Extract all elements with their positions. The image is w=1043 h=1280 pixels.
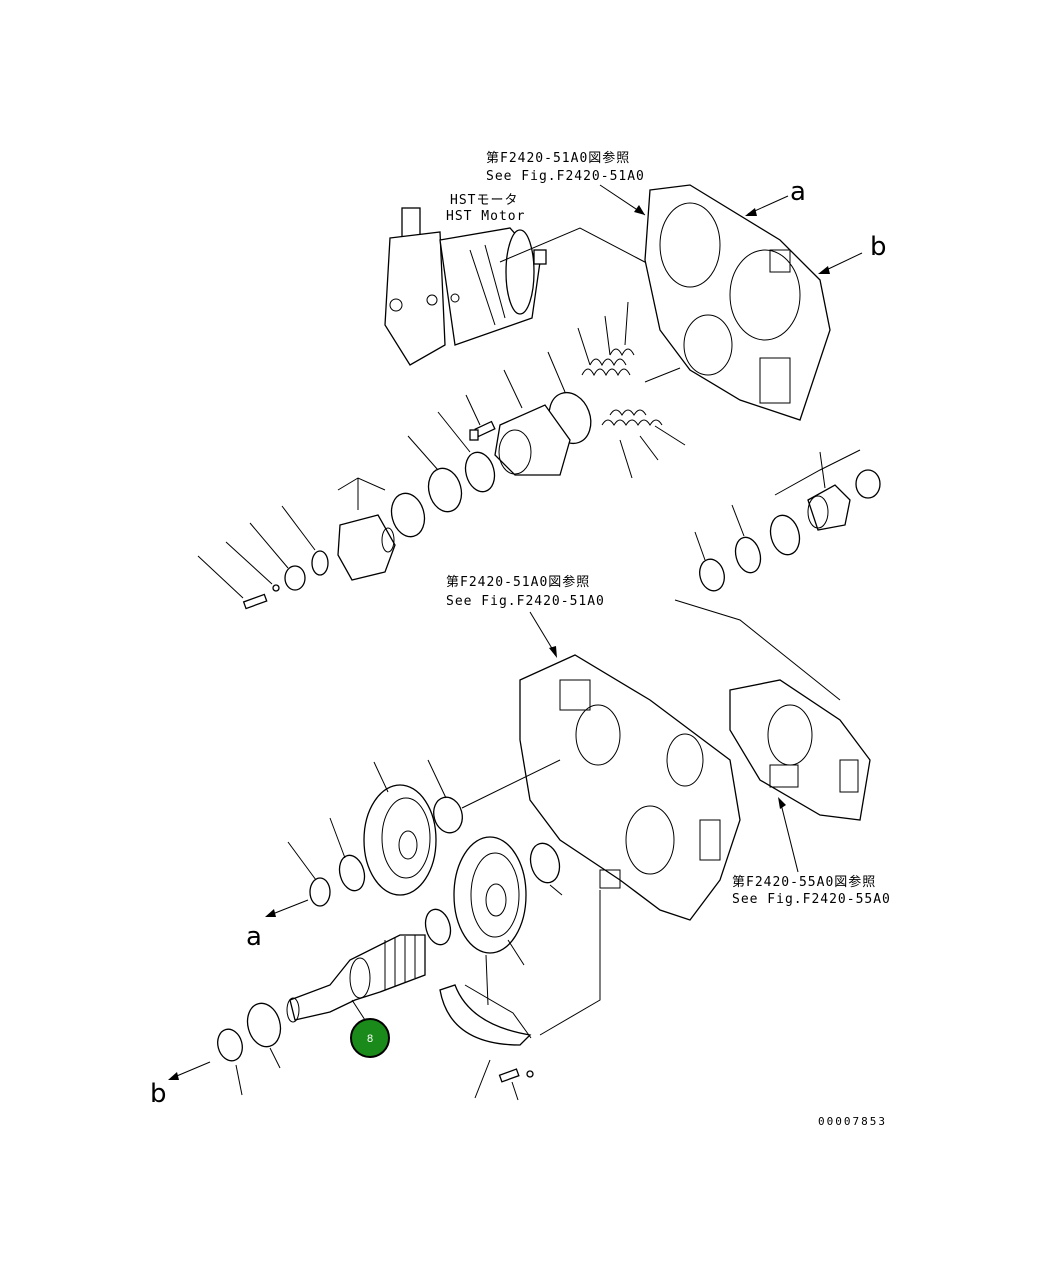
leader [337, 477, 386, 491]
bearing-carrier[interactable] [494, 404, 571, 476]
drive-gear-lower[interactable] [453, 836, 527, 954]
lock-washer[interactable] [272, 584, 280, 592]
bearing-housing-small[interactable] [807, 484, 851, 531]
side-cover[interactable] [729, 679, 871, 821]
part-number-badge-label: 8 [367, 1033, 373, 1045]
leader [507, 939, 525, 966]
leader [819, 451, 826, 489]
leader [235, 1064, 243, 1096]
arrow-b-top-label: b [870, 232, 887, 262]
leader [619, 439, 633, 479]
arrowhead [265, 909, 276, 917]
ref-right-en: See Fig.F2420-55A0 [732, 892, 891, 907]
leader [407, 435, 439, 471]
guard-washer[interactable] [526, 1070, 534, 1078]
leader [539, 890, 601, 1036]
washer[interactable] [311, 550, 329, 576]
arrowhead [549, 646, 557, 658]
leader [281, 505, 316, 551]
snap-ring[interactable] [309, 877, 331, 907]
main-transmission-case[interactable] [519, 654, 741, 921]
output-shaft[interactable] [286, 934, 426, 1023]
ref-mid-en: See Fig.F2420-51A0 [446, 594, 605, 609]
coupling-flange[interactable] [337, 514, 396, 581]
ref-right-jp: 第F2420-55A0図参照 [732, 874, 876, 890]
arrow-a-bottom [269, 899, 309, 916]
bearing-gear-upper[interactable] [430, 794, 466, 836]
flange-bolt[interactable] [242, 593, 268, 610]
leader [225, 541, 273, 585]
leader [604, 315, 611, 356]
bearing-ring[interactable] [461, 449, 498, 495]
drive-gear-upper[interactable] [363, 784, 437, 896]
leader [427, 759, 447, 799]
part-number-badge[interactable]: 8 [350, 1018, 390, 1058]
leader [774, 449, 861, 496]
leader [329, 817, 346, 859]
end-cap[interactable] [855, 469, 881, 499]
leader [249, 522, 289, 569]
leader [624, 301, 629, 346]
arrowhead [168, 1072, 179, 1080]
bearing-shaft[interactable] [243, 1000, 285, 1051]
arrow-b-bottom [171, 1061, 211, 1079]
arrowhead [818, 266, 830, 274]
leader [549, 884, 563, 896]
leader [503, 369, 523, 409]
leader [547, 351, 566, 393]
leader [437, 411, 471, 453]
leader [474, 1059, 491, 1099]
arrowhead [745, 208, 757, 216]
shim-set-upper[interactable] [581, 348, 635, 377]
bearing-cup-right[interactable] [696, 556, 727, 593]
leader [644, 367, 681, 383]
guard-bolt[interactable] [498, 1068, 520, 1083]
gear-guard[interactable] [439, 984, 532, 1046]
shaft-leader [351, 999, 366, 1021]
leader [511, 1081, 519, 1101]
arrow-a-top-label: a [790, 177, 806, 207]
motor-label-en: HST Motor [446, 209, 525, 224]
bolt[interactable] [469, 420, 496, 441]
leader [197, 555, 244, 599]
plate[interactable] [284, 565, 306, 591]
bearing-cup-shaft[interactable] [214, 1026, 245, 1063]
hst-motor[interactable] [384, 207, 547, 366]
bearing-gear-right[interactable] [526, 840, 563, 886]
leader [674, 599, 841, 701]
ref-top-en: See Fig.F2420-51A0 [486, 169, 645, 184]
spacer-ring[interactable] [422, 907, 454, 948]
leader [465, 394, 481, 426]
arrowhead [778, 797, 786, 809]
leader [269, 1047, 281, 1069]
upper-housing[interactable] [644, 184, 831, 421]
leader [654, 425, 686, 446]
leader [639, 435, 659, 461]
bearing-gear-lower[interactable] [336, 853, 368, 894]
leader [779, 799, 799, 873]
alignment-line [461, 759, 561, 809]
leader [694, 531, 706, 561]
leader [577, 327, 591, 366]
drawing-code: 00007853 [818, 1115, 887, 1128]
bearing-cup[interactable] [387, 490, 429, 541]
leader [287, 841, 317, 881]
motor-leader [499, 227, 661, 271]
ref-mid-jp: 第F2420-51A0図参照 [446, 574, 590, 590]
arrow-a-bottom-label: a [246, 922, 262, 952]
bearing-cone[interactable] [766, 512, 803, 558]
motor-label-jp: HSTモータ [450, 193, 518, 208]
arrow-b-bottom-label: b [150, 1079, 167, 1109]
leader [485, 954, 489, 1006]
ref-top-jp: 第F2420-51A0図参照 [486, 150, 630, 166]
bearing-ring-right[interactable] [732, 535, 764, 576]
leader [731, 504, 745, 537]
tapered-bearing[interactable] [424, 465, 466, 516]
leader [373, 761, 389, 793]
shim-set-lower[interactable] [601, 409, 663, 426]
leader-arrowhead [634, 205, 645, 215]
